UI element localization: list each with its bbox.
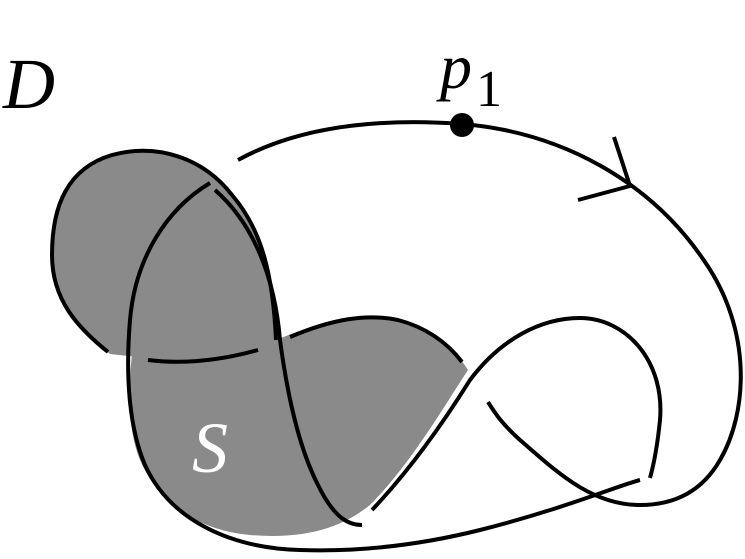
knot-strand-left-arc xyxy=(126,181,641,553)
label-surface-s: S xyxy=(192,408,228,488)
surface-upper-lobe xyxy=(52,150,276,359)
knot-strand-right-lower xyxy=(370,316,663,512)
surface-boundary-lower xyxy=(289,315,464,364)
knot-strand-top-loop xyxy=(237,120,743,507)
label-point-subscript: 1 xyxy=(476,61,502,118)
label-point-p: p xyxy=(436,31,472,102)
knot-strand-middle xyxy=(213,188,363,527)
label-diagram-d: D xyxy=(2,44,55,124)
point-p1-dot xyxy=(450,113,474,137)
orientation-arrow-icon xyxy=(577,136,632,202)
surface-inner-arc xyxy=(147,348,259,364)
surface-lower-lobe xyxy=(129,317,469,536)
surface-boundary-upper xyxy=(50,148,278,354)
